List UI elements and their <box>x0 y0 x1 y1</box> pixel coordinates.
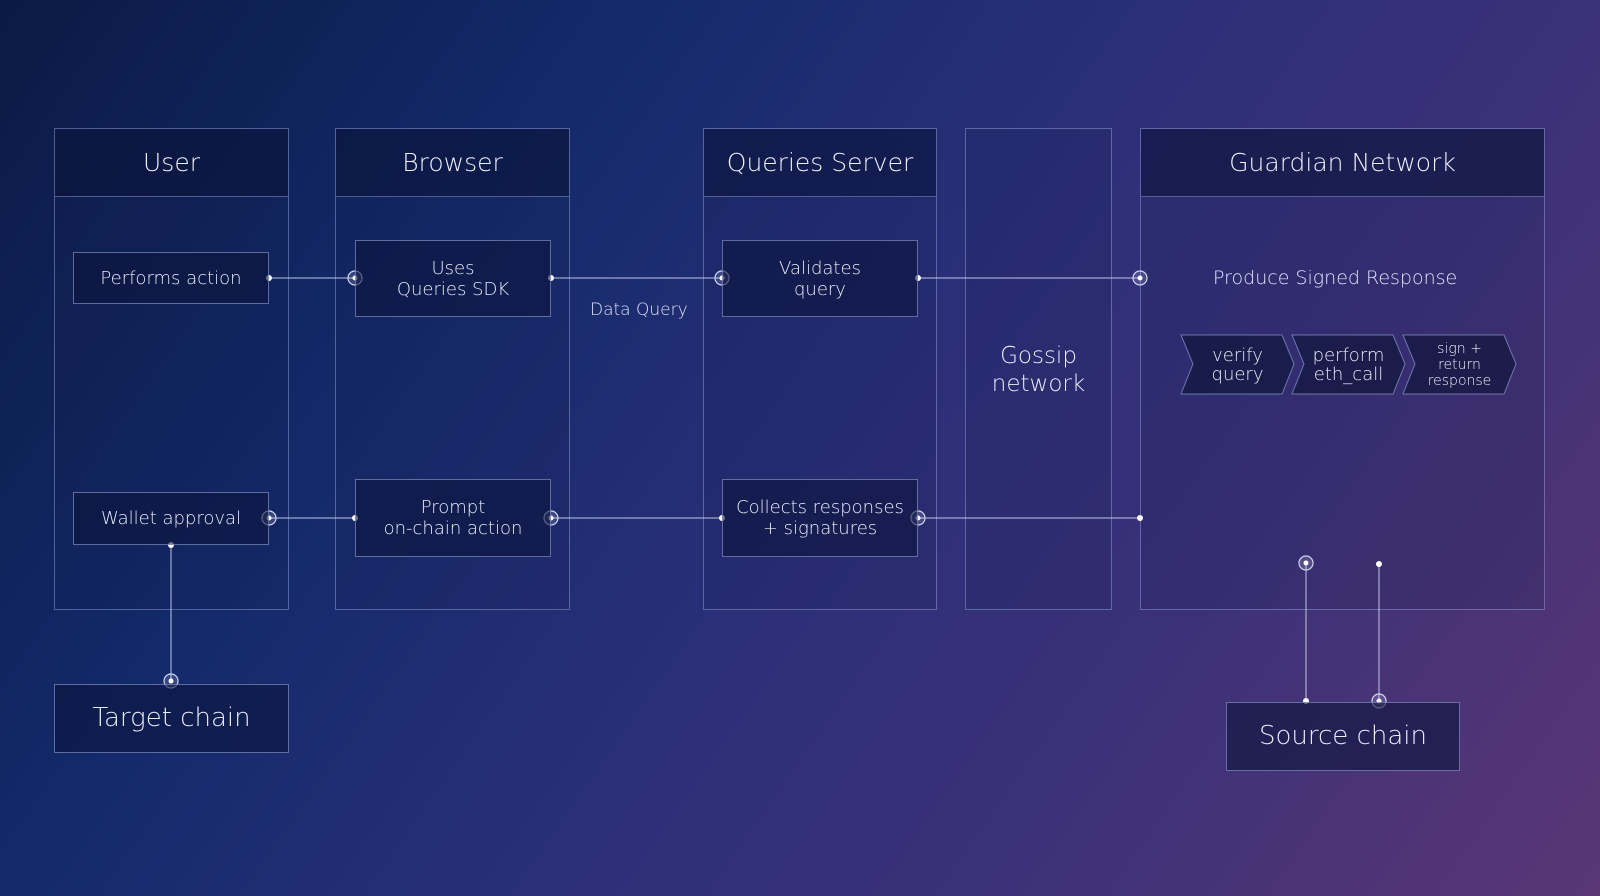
lane-browser-title: Browser <box>336 129 569 197</box>
gossip-network-label: Gossip network <box>991 343 1086 397</box>
step-shape-perform <box>1291 334 1406 395</box>
dot-guardian-bottom-right <box>1137 515 1143 521</box>
box-source-chain: Source chain <box>1226 702 1460 771</box>
data-query-label: Data Query <box>590 300 688 320</box>
step-perform-eth-call: perform eth_call <box>1312 344 1385 385</box>
box-performs-action: Performs action <box>73 252 269 304</box>
step-shape-verify <box>1180 334 1295 395</box>
lane-user-title: User <box>55 129 288 197</box>
step-shape-sign <box>1402 334 1517 395</box>
box-uses-queries-sdk: Uses Queries SDK <box>355 240 551 317</box>
lane-gossip <box>965 128 1112 610</box>
box-validates-query: Validates query <box>722 240 918 317</box>
step-verify-query: verify query <box>1211 344 1264 385</box>
dot-guardian-bottom-b <box>1376 561 1382 567</box>
box-wallet-approval: Wallet approval <box>73 492 269 545</box>
produce-signed-response-label: Produce Signed Response <box>1213 267 1458 289</box>
ring-guardian-top <box>1132 270 1148 286</box>
ring-guardian-bottom-a <box>1298 555 1314 571</box>
lane-guardian-title: Guardian Network <box>1141 129 1544 197</box>
box-prompt-onchain-action: Prompt on-chain action <box>355 479 551 557</box>
lane-queries-server-title: Queries Server <box>704 129 936 197</box>
box-collects-responses: Collects responses + signatures <box>722 479 918 557</box>
box-target-chain: Target chain <box>54 684 289 753</box>
step-sign-return-response: sign + return response <box>1427 340 1492 389</box>
